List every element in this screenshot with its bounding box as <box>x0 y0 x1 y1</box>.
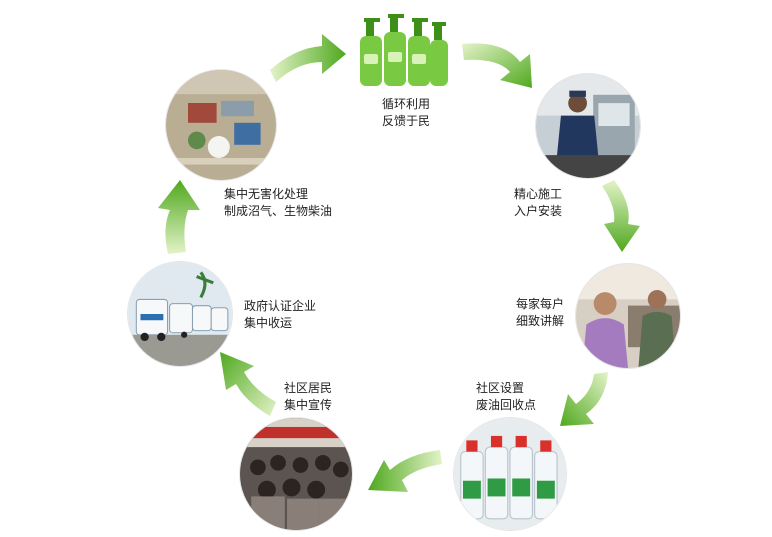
waste-oil-bottles-image <box>454 418 566 530</box>
step-label-explain: 每家每户 细致讲解 <box>516 296 564 330</box>
step-label-line2: 细致讲解 <box>516 314 565 328</box>
step-label-line1: 社区设置 <box>476 381 525 395</box>
step-label-oilpoint: 社区设置 废油回收点 <box>476 380 536 414</box>
arrow-plant-to-sanitizer <box>270 34 346 82</box>
step-label-line1: 精心施工 <box>514 187 563 201</box>
arrow-household-to-oilpoint <box>560 372 608 426</box>
step-label-processing: 集中无害化处理 制成沼气、生物柴油 <box>224 186 332 220</box>
step-label-line2: 集中宣传 <box>284 398 333 412</box>
step-label-line2: 反馈于民 <box>382 114 431 128</box>
step-label-line2: 入户安装 <box>514 204 563 218</box>
step-label-recycle: 循环利用 反馈于民 <box>382 96 430 130</box>
step-label-line1: 每家每户 <box>516 297 565 311</box>
step-label-line2: 制成沼气、生物柴油 <box>224 204 333 218</box>
step-label-line1: 集中无害化处理 <box>224 187 309 201</box>
arrow-sanitizer-to-worker <box>462 43 532 88</box>
step-label-collection: 政府认证企业 集中收运 <box>244 298 316 332</box>
household-explanation-image <box>576 264 680 368</box>
arrow-trucks-to-plant <box>158 180 200 254</box>
step-label-line2: 集中收运 <box>244 316 293 330</box>
community-meeting-image <box>240 418 352 530</box>
arrow-community-to-trucks <box>220 352 276 416</box>
processing-plant-image <box>166 70 276 180</box>
sanitizer-bottles-image <box>350 6 450 92</box>
arrow-worker-to-household <box>602 180 640 252</box>
step-label-line2: 废油回收点 <box>476 398 537 412</box>
step-label-line1: 政府认证企业 <box>244 299 317 313</box>
step-label-install: 精心施工 入户安装 <box>514 186 562 220</box>
arrow-oilpoint-to-community <box>368 450 442 492</box>
step-label-line1: 循环利用 <box>382 97 431 111</box>
step-label-line1: 社区居民 <box>284 381 333 395</box>
step-label-promotion: 社区居民 集中宣传 <box>284 380 332 414</box>
collection-trucks-image <box>128 262 232 366</box>
worker-installing-image <box>536 74 640 178</box>
